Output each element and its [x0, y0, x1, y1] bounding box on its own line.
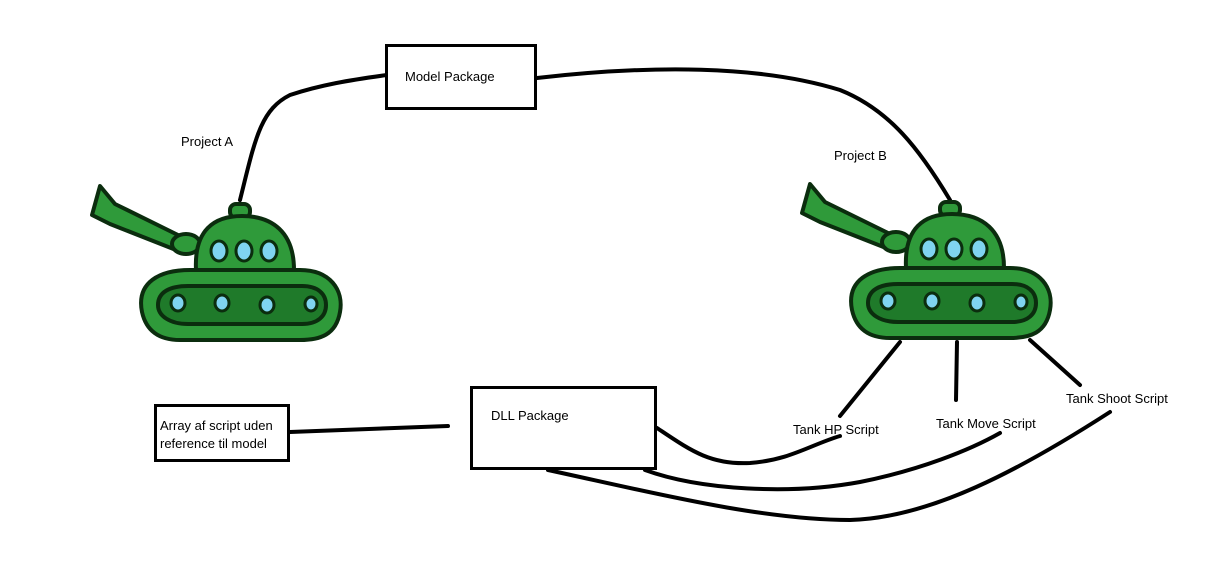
dll-package-label: DLL Package	[491, 408, 569, 423]
edge-dll-shoot	[546, 410, 1112, 523]
model-package-box: Model Package	[385, 44, 537, 110]
array-note-line2: reference til model	[160, 436, 267, 451]
edge-tank-move	[954, 340, 959, 402]
project-b-label: Project B	[834, 148, 887, 163]
edge-projecta-model	[238, 73, 389, 202]
edge-dll-move	[643, 431, 1002, 492]
tank-hp-script-label: Tank HP Script	[793, 422, 879, 437]
edge-tank-hp	[838, 340, 902, 418]
edge-tank-shoot	[1028, 338, 1082, 387]
edge-model-projectb	[535, 67, 952, 202]
tank-shoot-script-label: Tank Shoot Script	[1066, 391, 1168, 406]
array-note-box: Array af script uden reference til model	[154, 404, 290, 462]
tank-move-script-label: Tank Move Script	[936, 416, 1036, 431]
edge-dll-hp	[655, 426, 842, 466]
edge-array-dll	[288, 424, 450, 434]
array-note-line1: Array af script uden	[160, 418, 273, 433]
dll-package-box: DLL Package	[470, 386, 657, 470]
project-a-label: Project A	[181, 134, 234, 149]
model-package-label: Model Package	[405, 69, 495, 84]
